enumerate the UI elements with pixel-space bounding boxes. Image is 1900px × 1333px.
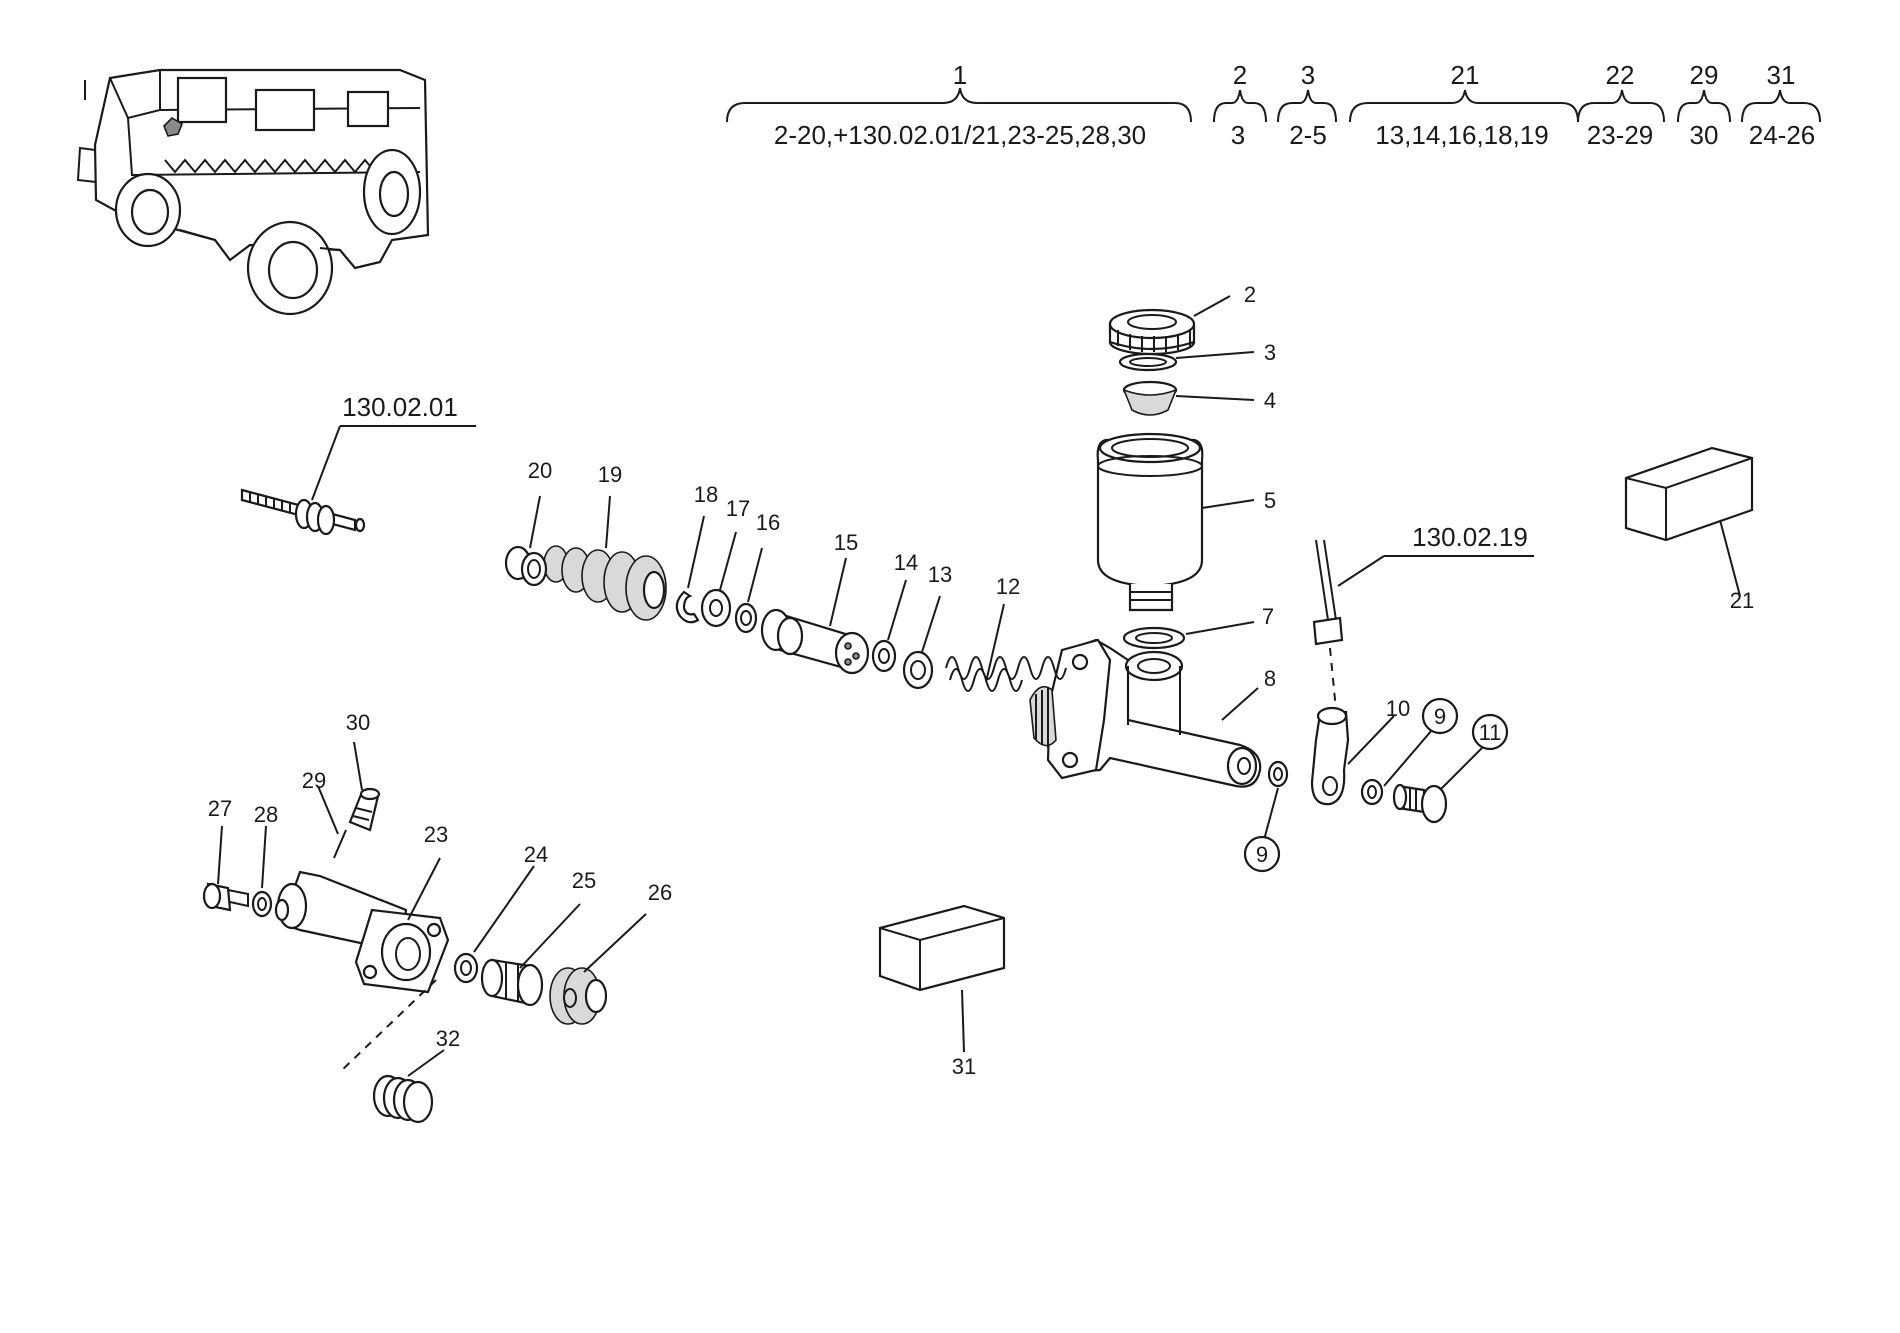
reservoir — [1096, 432, 1204, 612]
banjo-bolt-11 — [1392, 783, 1448, 824]
callout-5: 5 — [1264, 488, 1276, 513]
callout-17: 17 — [726, 496, 750, 521]
bleed-screw-30 — [348, 787, 381, 832]
reference-130-02-19: 130.02.19 — [1337, 522, 1534, 587]
header-group-7-number: 31 — [1767, 60, 1796, 90]
callout-19: 19 — [598, 462, 622, 487]
callout-27: 27 — [208, 796, 232, 821]
callout-29: 29 — [302, 768, 326, 793]
callout-11-circle — [1471, 713, 1509, 751]
banjo-10 — [1310, 706, 1350, 806]
strainer — [1122, 380, 1178, 416]
header-group-7: 31 24-26 — [1741, 60, 1821, 150]
callout-3: 3 — [1264, 340, 1276, 365]
header-group-6-number: 29 — [1690, 60, 1719, 90]
circlip-18 — [675, 590, 700, 624]
cap-gasket — [1118, 352, 1178, 372]
header-group-1: 1 2-20,+130.02.01/21,23-25,28,30 — [726, 60, 1192, 150]
piston-25 — [480, 958, 544, 1007]
washer-17 — [700, 588, 732, 628]
callout-15: 15 — [834, 530, 858, 555]
callout-11: 11 — [1479, 720, 1502, 745]
callout-24: 24 — [524, 842, 548, 867]
callout-4: 4 — [1264, 388, 1276, 413]
callout-10: 10 — [1386, 696, 1410, 721]
callout-18: 18 — [694, 482, 718, 507]
header-group-2-number: 2 — [1233, 60, 1247, 90]
header-group-7-range: 24-26 — [1749, 120, 1816, 150]
callout-9b-circle — [1421, 697, 1459, 735]
callout-31: 31 — [952, 1054, 976, 1079]
header-group-1-number: 1 — [953, 60, 967, 90]
callout-9b: 9 — [1434, 704, 1446, 729]
callout-21: 21 — [1730, 588, 1754, 613]
piston-15 — [760, 608, 870, 675]
washer-9a — [1267, 760, 1289, 788]
callout-2: 2 — [1244, 282, 1256, 307]
callout-20: 20 — [528, 458, 552, 483]
callout-7: 7 — [1262, 604, 1274, 629]
callout-30: 30 — [346, 710, 370, 735]
push-rod — [240, 488, 366, 536]
washer-28 — [251, 890, 273, 918]
slave-cylinder-23 — [274, 870, 450, 994]
bolt-27 — [202, 882, 249, 912]
callout-28: 28 — [254, 802, 278, 827]
callout-32: 32 — [436, 1026, 460, 1051]
header-group-4-range: 13,14,16,18,19 — [1375, 120, 1549, 150]
kit-box-21 — [1624, 446, 1754, 542]
reference-130-02-01: 130.02.01 — [311, 392, 476, 501]
callout-25: 25 — [572, 868, 596, 893]
spring-32 — [339, 979, 437, 1124]
spring-12 — [945, 656, 1067, 692]
master-cylinder-body — [1029, 638, 1262, 788]
callout-labels: 2 3 4 5 7 8 9 10 9 11 12 13 14 15 16 17 … — [208, 282, 1754, 1079]
washer-14 — [871, 639, 897, 673]
leader-lines — [217, 295, 1741, 1077]
washer-16 — [734, 602, 758, 634]
vehicle-sketch — [76, 68, 430, 316]
header-group-2: 2 3 — [1213, 60, 1267, 150]
kit-box-31 — [878, 904, 1006, 992]
header-group-5: 22 23-29 — [1577, 60, 1665, 150]
callout-9a-circle — [1243, 835, 1281, 873]
header-group-2-range: 3 — [1231, 120, 1245, 150]
callout-8: 8 — [1264, 666, 1276, 691]
callout-12: 12 — [996, 574, 1020, 599]
header-group-3-range: 2-5 — [1289, 120, 1327, 150]
header-group-5-number: 22 — [1606, 60, 1635, 90]
header-group-6: 29 30 — [1677, 60, 1731, 150]
boot-26 — [549, 967, 608, 1025]
header-group-3: 3 2-5 — [1277, 60, 1337, 150]
callout-9a: 9 — [1256, 842, 1268, 867]
cap-29 — [333, 829, 347, 859]
ring-20 — [504, 545, 548, 587]
callout-14: 14 — [894, 550, 918, 575]
reference-130-02-19-label: 130.02.19 — [1412, 522, 1528, 552]
header-group-6-range: 30 — [1690, 120, 1719, 150]
reservoir-cap — [1108, 308, 1196, 356]
seal-ring-7 — [1122, 626, 1186, 650]
reference-130-02-01-label: 130.02.01 — [342, 392, 458, 422]
cup-13 — [902, 650, 934, 690]
washer-24 — [453, 952, 479, 984]
header-group-3-number: 3 — [1301, 60, 1315, 90]
callout-23: 23 — [424, 822, 448, 847]
header-group-1-range: 2-20,+130.02.01/21,23-25,28,30 — [774, 120, 1146, 150]
header-group-5-range: 23-29 — [1587, 120, 1654, 150]
header-group-4-number: 21 — [1451, 60, 1480, 90]
header-group-4: 21 13,14,16,18,19 — [1349, 60, 1579, 150]
callout-13: 13 — [928, 562, 952, 587]
boot-19 — [543, 545, 667, 621]
washer-9b — [1360, 778, 1384, 806]
callout-26: 26 — [648, 880, 672, 905]
hose-line — [1312, 539, 1344, 711]
callout-16: 16 — [756, 510, 780, 535]
